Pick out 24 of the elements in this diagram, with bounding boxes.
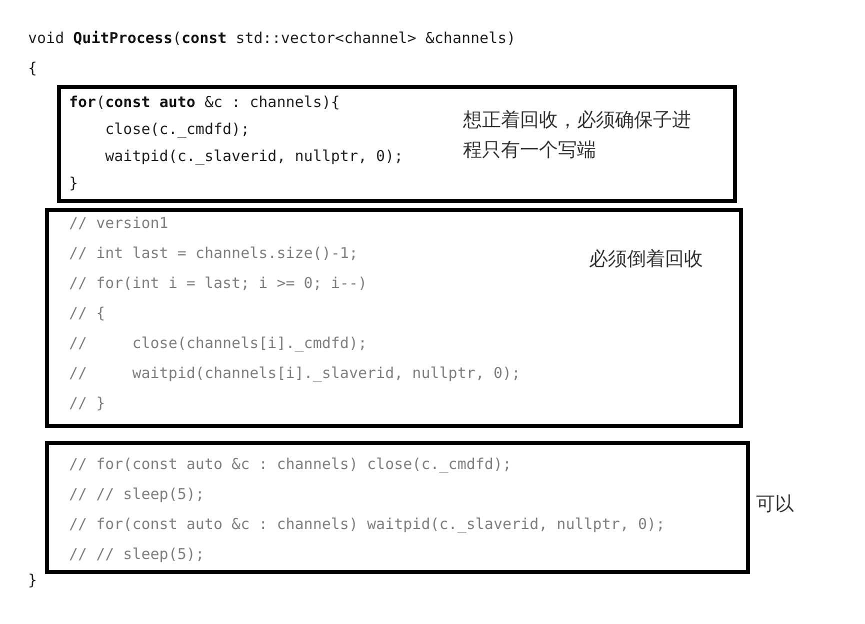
- code-line: // // sleep(5);: [69, 544, 204, 564]
- code-line: // for(int i = last; i >= 0; i--): [69, 273, 368, 293]
- highlight-frame: [45, 441, 750, 574]
- code-line: // close(channels[i]._cmdfd);: [69, 333, 368, 353]
- code-line: waitpid(c._slaverid, nullptr, 0);: [104, 146, 404, 166]
- code-line: // // sleep(5);: [69, 484, 204, 504]
- code-line: {: [28, 58, 38, 78]
- code-line: void QuitProcess(const std::vector<channel> &channels): [28, 28, 516, 48]
- code-line: }: [69, 173, 78, 193]
- code-line: // for(const auto &c : channels) waitpid(c._slaverid, nullptr, 0);: [69, 514, 666, 534]
- highlight-frame: [45, 208, 743, 428]
- code-line: // version1: [69, 213, 168, 233]
- code-line: }: [28, 570, 38, 590]
- code-line: // for(const auto &c : channels) close(c._cmdfd);: [69, 454, 512, 474]
- code-line: for(const auto &c : channels){: [69, 92, 340, 112]
- code-line: // waitpid(channels[i]._slaverid, nullptr, 0);: [69, 363, 521, 383]
- annotation-note: 可以: [756, 492, 794, 517]
- annotation-note: 必须倒着回收: [589, 247, 704, 272]
- highlight-frame: [57, 85, 737, 203]
- code-line: close(c._cmdfd);: [104, 119, 250, 139]
- code-line: // {: [69, 303, 106, 323]
- code-line: // int last = channels.size()-1;: [69, 243, 358, 263]
- annotation-note: 想正着回收，必须确保子进程只有一个写端: [463, 108, 692, 163]
- code-line: // }: [69, 393, 106, 413]
